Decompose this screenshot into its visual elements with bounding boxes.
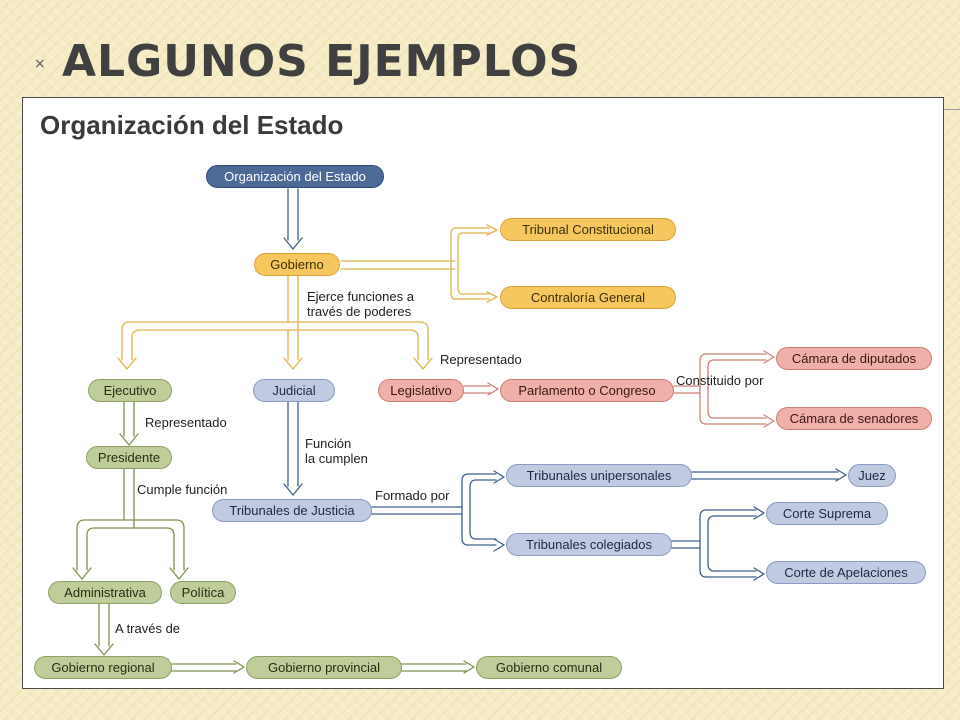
arrow-colegiados-cortes (671, 506, 765, 581)
arrow-legislativo-parlamento (463, 382, 499, 396)
node-juez: Juez (848, 464, 896, 487)
node-gobierno-provincial: Gobierno provincial (246, 656, 402, 679)
diagram-title: Organización del Estado (40, 110, 344, 140)
arrow-parlamento-camaras (673, 350, 775, 428)
arrow-unipersonales-juez (691, 468, 847, 482)
arrow-organizacion-gobierno (283, 188, 303, 250)
node-corte-de-apelaciones: Corte de Apelaciones (766, 561, 926, 584)
arrow-presidente-funciones (72, 468, 189, 580)
arrow-gobierno-territorial (171, 660, 475, 674)
node-gobierno: Gobierno (254, 253, 340, 276)
node-camara-de-diputados: Cámara de diputados (776, 347, 932, 370)
node-corte-suprema: Corte Suprema (766, 502, 888, 525)
arrow-tribunales-ramas (371, 470, 505, 552)
arrow-administrativa-regional (94, 603, 114, 656)
node-tribunales-colegiados: Tribunales colegiados (506, 533, 672, 556)
arrow-ejecutivo-presidente (119, 401, 139, 446)
node-ejecutivo: Ejecutivo (88, 379, 172, 402)
label-funcion-la-cumplen: Función la cumplen (305, 436, 368, 466)
node-tribunales-unipersonales: Tribunales unipersonales (506, 464, 692, 487)
arrow-gobierno-poderes (117, 273, 433, 370)
decorative-line (944, 109, 960, 110)
label-cumple-funcion: Cumple función (137, 482, 228, 497)
title-bullet-icon: × (34, 56, 46, 72)
node-judicial: Judicial (253, 379, 335, 402)
slide-title: Algunos ejemplos (62, 36, 582, 87)
node-gobierno-regional: Gobierno regional (34, 656, 172, 679)
label-formado-por: Formado por (375, 488, 450, 503)
node-gobierno-comunal: Gobierno comunal (476, 656, 622, 679)
node-administrativa: Administrativa (48, 581, 162, 604)
node-tribunales-de-justicia: Tribunales de Justicia (212, 499, 372, 522)
label-representado-legislativo: Representado (440, 352, 522, 367)
node-organizacion-del-estado: Organización del Estado (206, 165, 384, 188)
node-presidente: Presidente (86, 446, 172, 469)
node-tribunal-constitucional: Tribunal Constitucional (500, 218, 676, 241)
label-representado-ejecutivo: Representado (145, 415, 227, 430)
node-camara-de-senadores: Cámara de senadores (776, 407, 932, 430)
node-politica: Política (170, 581, 236, 604)
label-a-traves-de: A través de (115, 621, 181, 636)
node-contraloria-general: Contraloría General (500, 286, 676, 309)
arrow-gobierno-tribunal-contraloria (340, 224, 498, 303)
arrow-judicial-tribunales (283, 401, 303, 496)
node-parlamento-o-congreso: Parlamento o Congreso (500, 379, 674, 402)
node-legislativo: Legislativo (378, 379, 464, 402)
label-ejerce-funciones: Ejerce funciones a través de poderes (307, 289, 414, 319)
label-constituido-por: Constituido por (676, 373, 764, 388)
